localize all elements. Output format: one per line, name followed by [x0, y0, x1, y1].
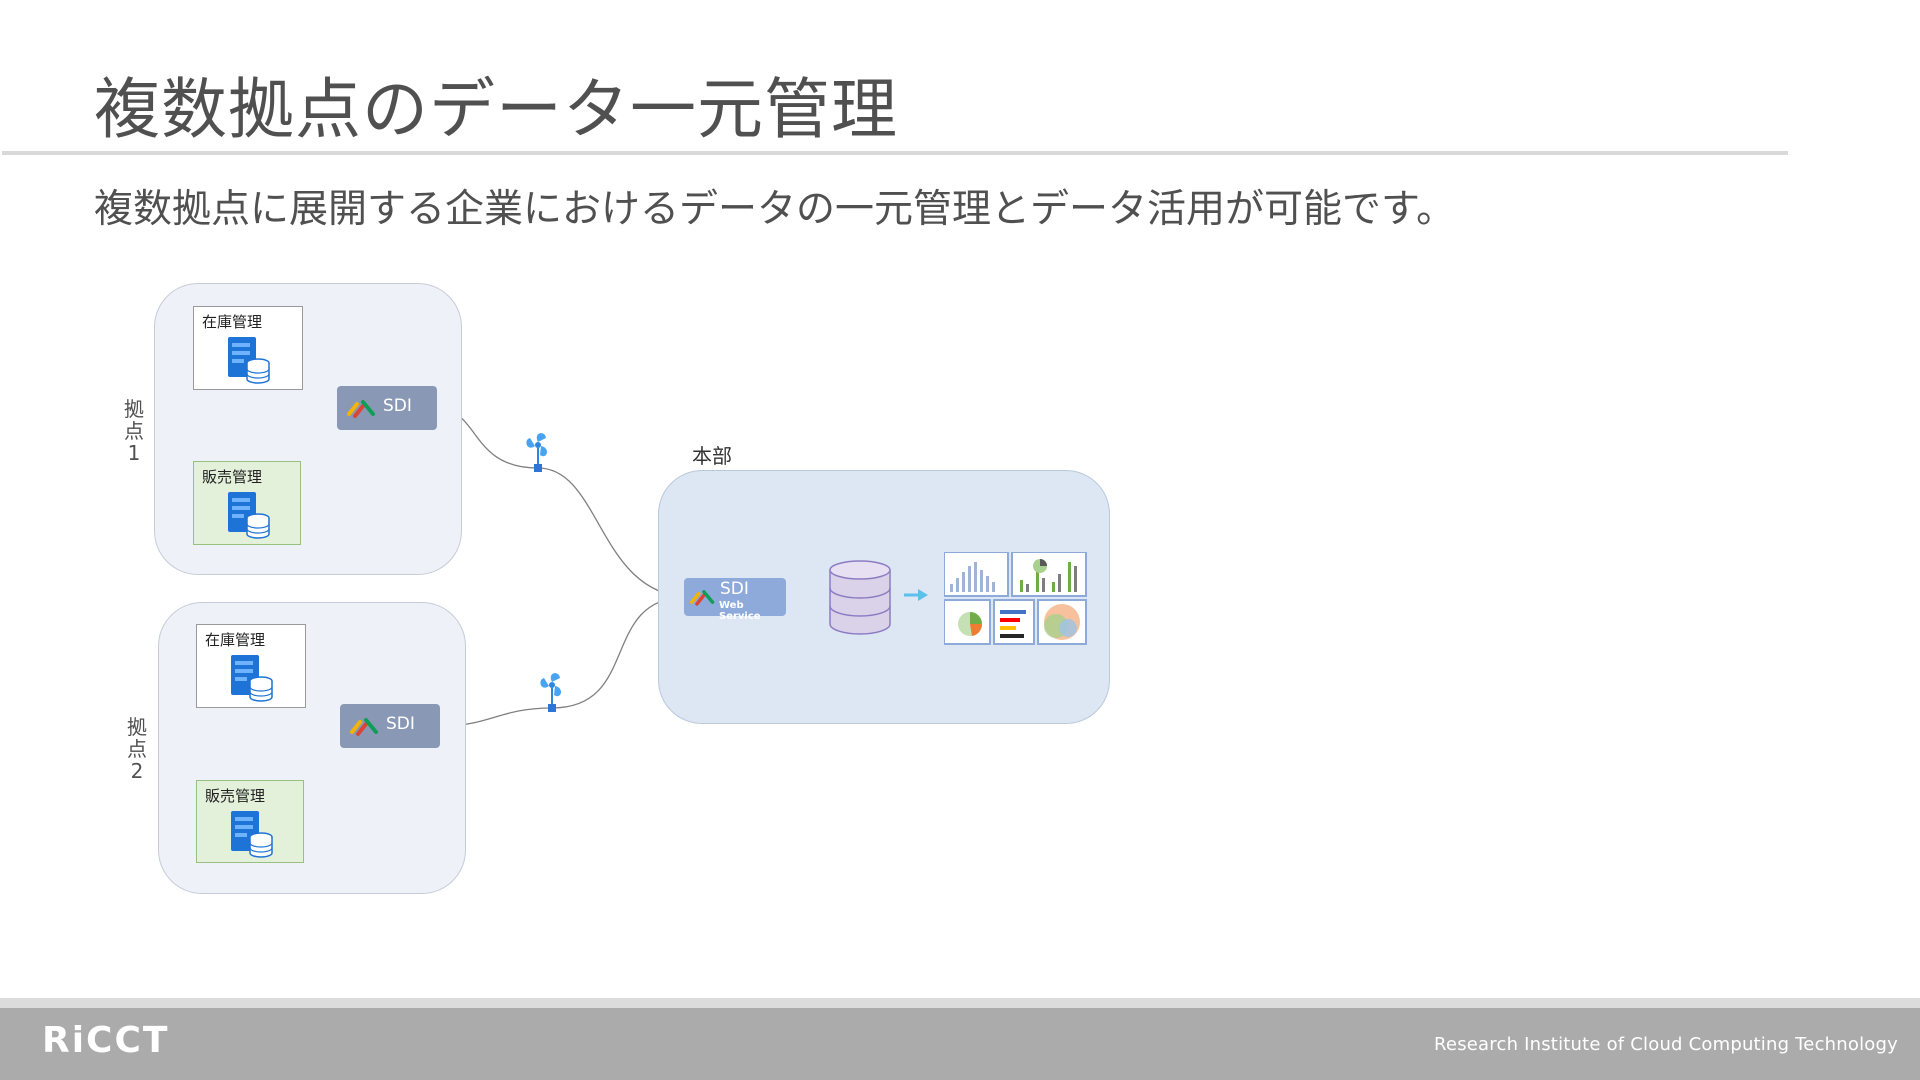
gateway-fan-icon [540, 673, 562, 704]
sdi-ws-label: SDI [720, 579, 749, 599]
site1-sales-system: 販売管理 [193, 461, 301, 545]
sdi-logo-icon [347, 400, 375, 418]
site2-to-hq-link [434, 592, 687, 732]
server-database-icon [231, 655, 273, 702]
system-label: 販売管理 [202, 468, 263, 486]
title-divider [2, 151, 1788, 155]
hq-label: 本部 [692, 444, 732, 468]
site-2-label: 拠 点 2 [127, 715, 147, 783]
server-database-icon [228, 337, 270, 384]
gateway-fan-icon [526, 433, 548, 464]
ricct-logo: RiCCT [42, 1020, 170, 1061]
sdi-logo-icon [690, 590, 715, 606]
flow-arrow-icon [904, 589, 928, 601]
site1-to-hq-link [429, 402, 687, 602]
system-label: 在庫管理 [205, 631, 266, 649]
slide-title: 複数拠点のデータ一元管理 [94, 71, 898, 148]
sdi-label: SDI [386, 714, 415, 734]
slide-subtitle: 複数拠点に展開する企業におけるデータの一元管理とデータ活用が可能です。 [94, 187, 1456, 232]
sdi-ws-sublabel: Web Service [719, 600, 761, 622]
hq-sdi-web-service: SDI Web Service [684, 578, 786, 622]
organization-name: Research Institute of Cloud Computing Te… [1434, 1034, 1898, 1055]
site2-sales-system: 販売管理 [196, 780, 304, 863]
site2-inventory-system: 在庫管理 [196, 624, 306, 708]
server-database-icon [231, 811, 273, 858]
footer-stripe [0, 998, 1920, 1008]
system-label: 在庫管理 [202, 313, 263, 331]
junction-1 [534, 464, 542, 472]
database-cylinder-icon [829, 560, 891, 635]
sdi-label: SDI [383, 396, 412, 416]
footer-bar: RiCCT Research Institute of Cloud Comput… [0, 1008, 1920, 1080]
site-1-label: 拠 点 1 [124, 397, 144, 465]
site1-sdi-connector: SDI [337, 386, 437, 430]
system-label: 販売管理 [205, 787, 266, 805]
site2-sdi-connector: SDI [340, 704, 440, 748]
server-database-icon [228, 492, 270, 539]
site1-inventory-system: 在庫管理 [193, 306, 303, 390]
junction-2 [548, 704, 556, 712]
dashboard-charts-icon [944, 552, 1087, 645]
sdi-logo-icon [350, 718, 378, 736]
